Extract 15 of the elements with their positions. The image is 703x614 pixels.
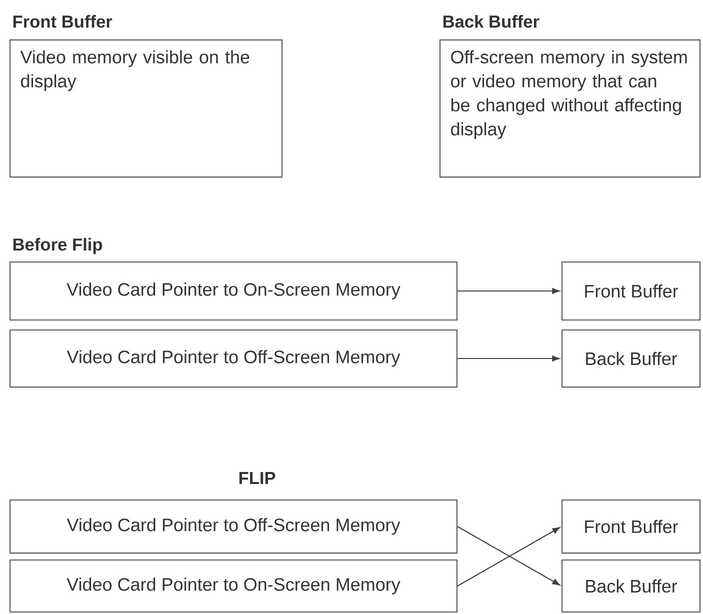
pointer-box: Video Card Pointer to Off-Screen Memory: [10, 329, 458, 388]
section-heading: FLIP: [239, 472, 276, 484]
pointer-box: Back Buffer: [561, 329, 701, 388]
box-heading: Back Buffer: [443, 15, 540, 28]
pointer-box: Front Buffer: [561, 261, 701, 321]
pointer-box: Back Buffer: [561, 559, 701, 613]
pointer-box: Video Card Pointer to On-Screen Memory: [10, 559, 458, 613]
text-box: Off-screen memory in system or video memory that can be changed without affecting display: [439, 39, 701, 178]
arrow: [458, 288, 560, 294]
pointer-box: Video Card Pointer to On-Screen Memory: [10, 261, 458, 321]
pointer-box: Front Buffer: [561, 499, 701, 554]
arrow: [458, 356, 560, 362]
pointer-box: Video Card Pointer to Off-Screen Memory: [10, 499, 458, 554]
text-box: Video memory visible on the display: [9, 39, 283, 178]
box-heading: Front Buffer: [13, 15, 112, 28]
